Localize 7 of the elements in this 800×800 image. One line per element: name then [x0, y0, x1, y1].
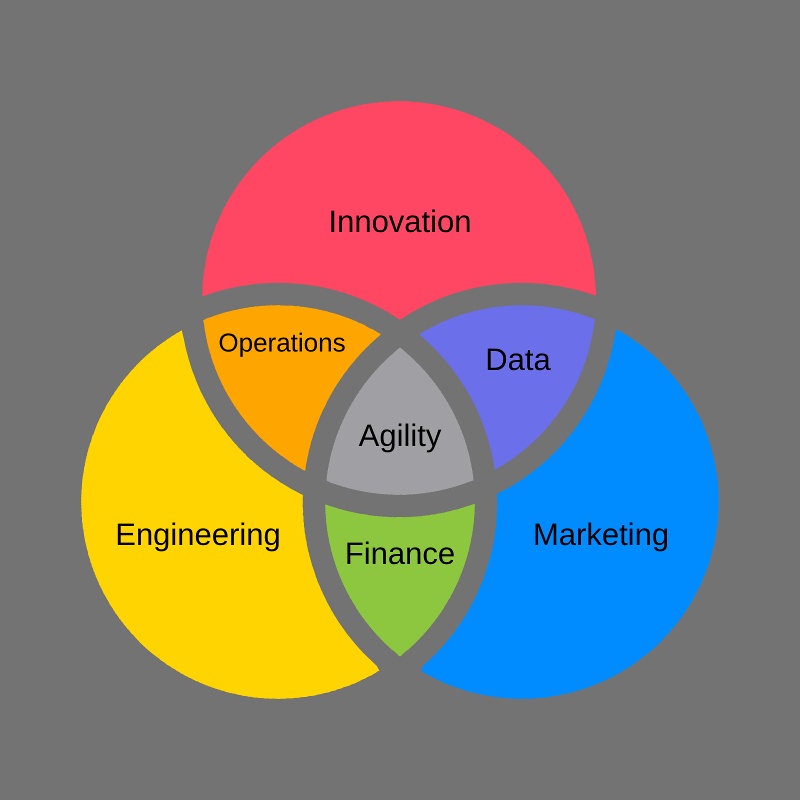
region-label: Innovation — [328, 204, 472, 239]
region-label: Finance — [344, 536, 456, 571]
region-label: Marketing — [532, 517, 670, 552]
region-label: Operations — [218, 328, 346, 358]
region-label: Engineering — [115, 517, 281, 552]
region-label: Agility — [358, 418, 442, 453]
region-label: Data — [485, 342, 551, 377]
